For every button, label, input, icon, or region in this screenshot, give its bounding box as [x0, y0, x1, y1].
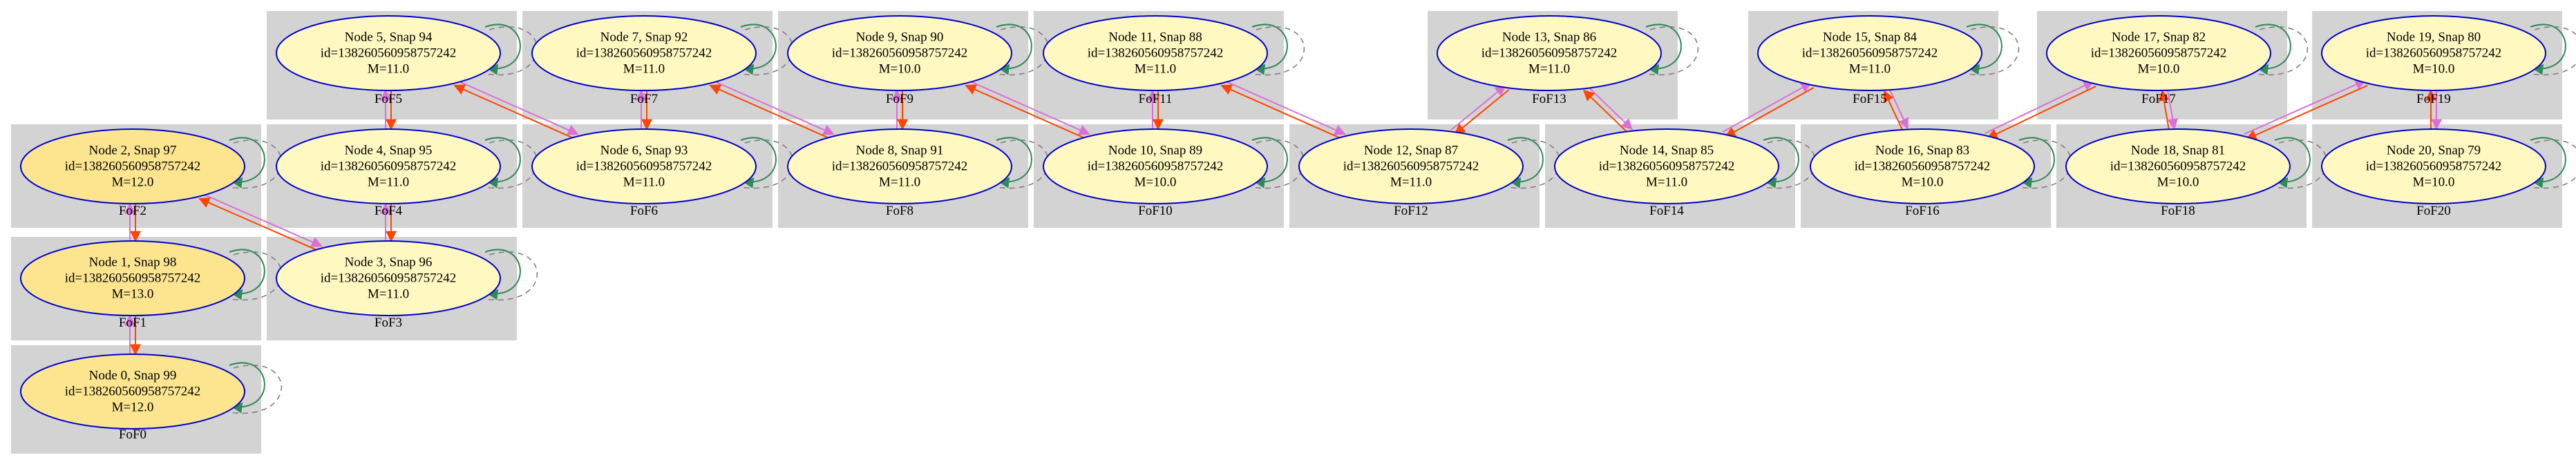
progenitor-edge	[1454, 89, 1510, 135]
fof-cluster-label: FoF8	[885, 204, 914, 218]
node-ellipse	[531, 15, 757, 91]
self-loop-edge	[484, 23, 521, 75]
fof-cluster-label: FoF19	[2416, 92, 2451, 106]
node-ellipse	[2321, 15, 2546, 91]
fof-cluster-label: FoF9	[885, 92, 914, 106]
descendant-edge	[201, 193, 323, 247]
self-loop-edge	[1507, 137, 1544, 188]
descendant-edge	[2244, 79, 2367, 135]
node-ellipse	[20, 354, 245, 429]
self-loop-edge	[2530, 137, 2566, 188]
node-ellipse	[1810, 128, 2035, 204]
node-ellipse	[1298, 128, 1524, 204]
fof-cluster-label: FoF0	[118, 427, 147, 442]
node-ellipse	[276, 240, 501, 316]
fof-cluster-label: FoF6	[629, 204, 659, 218]
self-loop-edge	[740, 137, 777, 188]
self-loop-edge	[484, 137, 521, 188]
descendant-edge	[1587, 86, 1633, 130]
node-ellipse	[1757, 15, 1982, 91]
node-ellipse	[1043, 15, 1268, 91]
fof-cluster-label: FoF13	[1532, 92, 1566, 106]
node-ellipse	[531, 128, 757, 204]
self-loop-edge	[1251, 137, 1288, 188]
fof-cluster-label: FoF4	[374, 204, 403, 218]
progenitor-edge	[1582, 89, 1629, 134]
self-loop-edge	[229, 249, 265, 300]
node-ellipse	[787, 128, 1012, 204]
fof-cluster-label: FoF15	[1853, 92, 1887, 106]
node-ellipse	[1043, 128, 1268, 204]
self-loop-edge	[2255, 23, 2291, 75]
self-loop-edge	[1251, 23, 1288, 75]
progenitor-edge	[198, 197, 320, 252]
fof-cluster-label: FoF2	[118, 204, 147, 218]
fof-cluster-label: FoF5	[374, 92, 403, 106]
self-loop-edge	[2018, 137, 2055, 188]
fof-cluster-label: FoF11	[1138, 92, 1173, 106]
self-loop-dashed-edge	[1966, 26, 2020, 76]
fof-cluster-label: FoF20	[2416, 204, 2451, 218]
self-loop-edge	[996, 23, 1032, 75]
self-loop-dashed-edge	[2255, 26, 2309, 76]
self-loop-edge	[2530, 23, 2566, 75]
progenitor-edge	[1986, 86, 2096, 139]
self-loop-dashed-edge	[2530, 139, 2576, 189]
node-ellipse	[2046, 15, 2271, 91]
self-loop-edge	[229, 362, 265, 414]
self-loop-edge	[2274, 137, 2311, 188]
self-loop-dashed-edge	[229, 365, 283, 414]
self-loop-dashed-edge	[2530, 26, 2576, 76]
fof-cluster-label: FoF18	[2161, 204, 2195, 218]
self-loop-edge	[1966, 23, 2002, 75]
progenitor-edge	[709, 84, 832, 140]
progenitor-edge	[1724, 86, 1815, 138]
fof-cluster-label: FoF1	[118, 316, 147, 330]
descendant-edge	[712, 79, 835, 135]
progenitor-edge	[2158, 90, 2170, 130]
node-ellipse	[20, 240, 245, 316]
fof-cluster-label: FoF12	[1394, 204, 1428, 218]
self-loop-edge	[484, 249, 521, 300]
descendant-edge	[456, 79, 579, 135]
self-loop-dashed-edge	[484, 251, 538, 301]
fof-cluster-label: FoF16	[1905, 204, 1940, 218]
fof-cluster-label: FoF7	[629, 92, 659, 106]
self-loop-edge	[1645, 23, 1682, 75]
self-loop-dashed-edge	[1645, 26, 1699, 76]
self-loop-edge	[229, 137, 265, 188]
descendant-edge	[1450, 84, 1506, 130]
node-ellipse	[1437, 15, 1662, 91]
node-ellipse	[276, 128, 501, 204]
progenitor-edge	[965, 84, 1088, 140]
self-loop-edge	[740, 23, 777, 75]
self-loop-edge	[996, 137, 1032, 188]
node-ellipse	[787, 15, 1012, 91]
descendant-edge	[1722, 81, 1812, 133]
descendant-edge	[1223, 79, 1346, 135]
node-ellipse	[1554, 128, 1779, 204]
fof-cluster-label: FoF17	[2141, 92, 2176, 106]
fof-cluster-label: FoF10	[1138, 204, 1173, 218]
progenitor-edge	[2245, 84, 2368, 140]
node-ellipse	[276, 15, 501, 91]
descendant-edge	[967, 79, 1090, 135]
progenitor-edge	[1883, 90, 1904, 131]
descendant-edge	[1985, 80, 2095, 134]
progenitor-edge	[1220, 84, 1343, 140]
fof-cluster-label: FoF3	[374, 316, 403, 330]
self-loop-dashed-edge	[1251, 26, 1305, 76]
progenitor-edge	[453, 84, 576, 140]
node-ellipse	[2321, 128, 2546, 204]
self-loop-edge	[1763, 137, 1799, 188]
node-ellipse	[2065, 128, 2291, 204]
node-ellipse	[20, 128, 245, 204]
fof-cluster-label: FoF14	[1649, 204, 1684, 218]
